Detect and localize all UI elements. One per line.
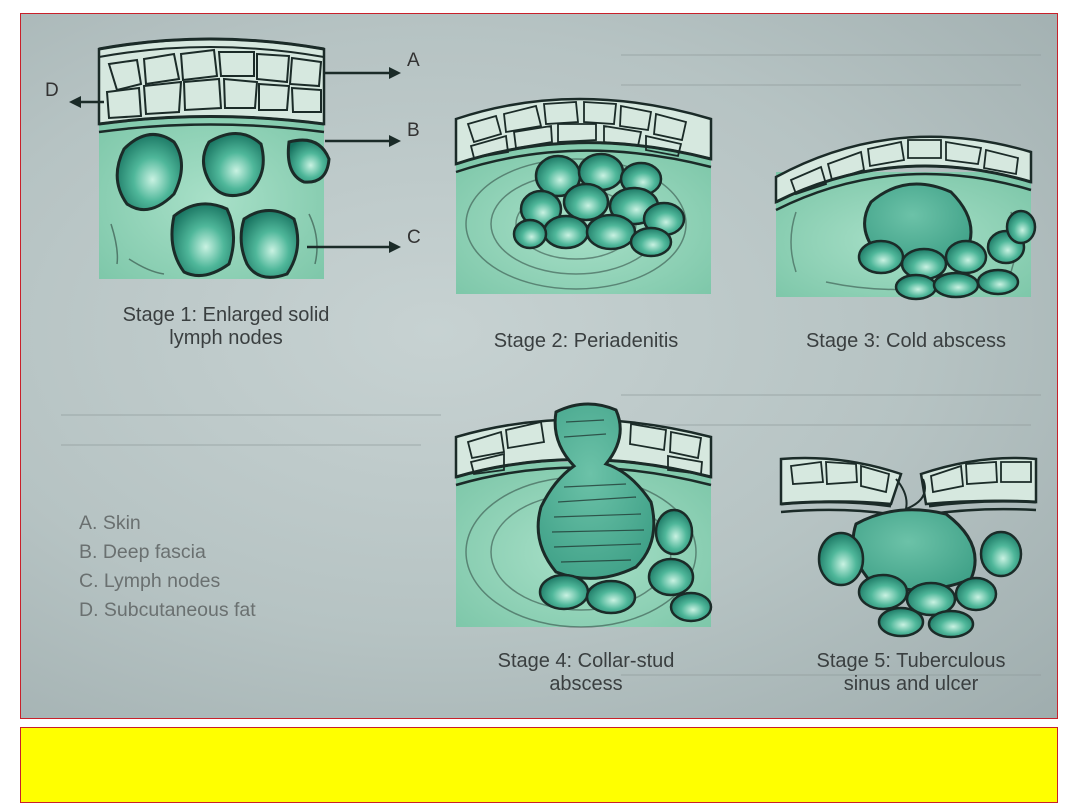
stage-2-label: Stage 2: Periadenitis <box>451 330 721 353</box>
stage-4-label: Stage 4: Collar-stud abscess <box>451 650 721 696</box>
legend-item-lymph-nodes: C. Lymph nodes <box>79 570 221 592</box>
stage-1-label-line2: lymph nodes <box>169 327 283 349</box>
legend-item-subcutaneous-fat: D. Subcutaneous fat <box>79 599 256 621</box>
stage-4-label-line1: Stage 4: Collar-stud <box>497 650 675 672</box>
stage-5-label: Stage 5: Tuberculous sinus and ulcer <box>766 650 1056 696</box>
stage-3-illustration <box>774 135 1037 301</box>
stage-5-illustration <box>779 456 1038 639</box>
stage-2-illustration <box>454 97 713 294</box>
legend-item-skin: A. Skin <box>79 512 141 534</box>
caption-bar <box>20 727 1058 803</box>
pointer-label-c: C <box>407 227 421 248</box>
stage-1-label: Stage 1: Enlarged solid lymph nodes <box>81 304 371 350</box>
stage-1-illustration <box>69 37 401 279</box>
stage-2-label-line1: Stage 2: Periadenitis <box>493 330 679 352</box>
legend-item-deep-fascia: B. Deep fascia <box>79 541 206 563</box>
stage-5-label-line2: sinus and ulcer <box>843 673 979 695</box>
stage-1-label-line1: Stage 1: Enlarged solid <box>122 304 330 326</box>
lymph-nodes <box>115 132 331 279</box>
stage-4-label-line2: abscess <box>549 673 623 695</box>
diagram-photo: A B C D Stage 1: Enlarged solid lymph no… <box>20 13 1058 719</box>
pointer-label-a: A <box>407 50 420 71</box>
stage-4-illustration <box>454 402 713 628</box>
stage-3-label: Stage 3: Cold abscess <box>766 330 1046 353</box>
collar-stud-abscess <box>536 402 656 580</box>
pointer-label-b: B <box>407 120 420 141</box>
stage-3-label-line1: Stage 3: Cold abscess <box>805 330 1007 352</box>
pointer-label-d: D <box>45 80 59 101</box>
stage-5-label-line1: Stage 5: Tuberculous <box>816 650 1006 672</box>
fat-cells <box>105 48 323 120</box>
